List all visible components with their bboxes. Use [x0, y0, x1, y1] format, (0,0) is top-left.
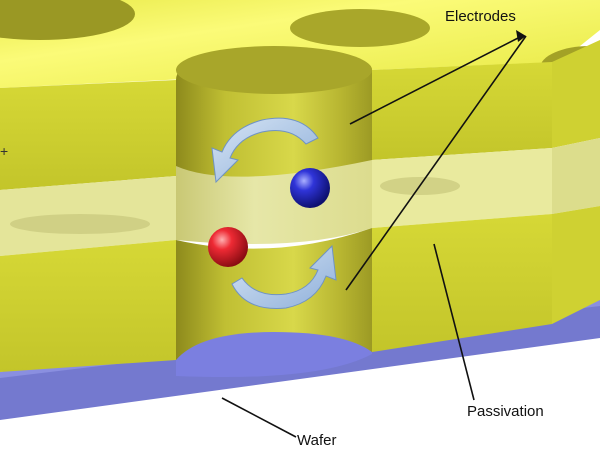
- ion-positive-icon: [208, 227, 248, 267]
- pore-floor: [176, 332, 372, 378]
- leader-line-electrodes-upper: [349, 35, 523, 125]
- leader-lines: [221, 35, 527, 438]
- pore-opening: [290, 9, 430, 47]
- leader-line-wafer: [221, 397, 297, 438]
- leader-line-passivation: [433, 243, 475, 401]
- svg-text:+: +: [0, 143, 8, 159]
- pore-opening: [0, 0, 135, 40]
- electrodes-label: Electrodes: [445, 8, 516, 25]
- front-lower-electrode: [0, 206, 600, 372]
- front-upper-electrode: [0, 40, 600, 190]
- rotation-arrows-icon: [211, 117, 337, 309]
- wafer-label: Wafer: [297, 432, 337, 449]
- passivation-label: Passivation: [467, 403, 544, 420]
- leader-line-electrodes-lower: [345, 35, 527, 291]
- front-passivation-band: [0, 138, 600, 256]
- ion-negative-icon: [290, 168, 330, 208]
- pore-interior: [176, 46, 372, 378]
